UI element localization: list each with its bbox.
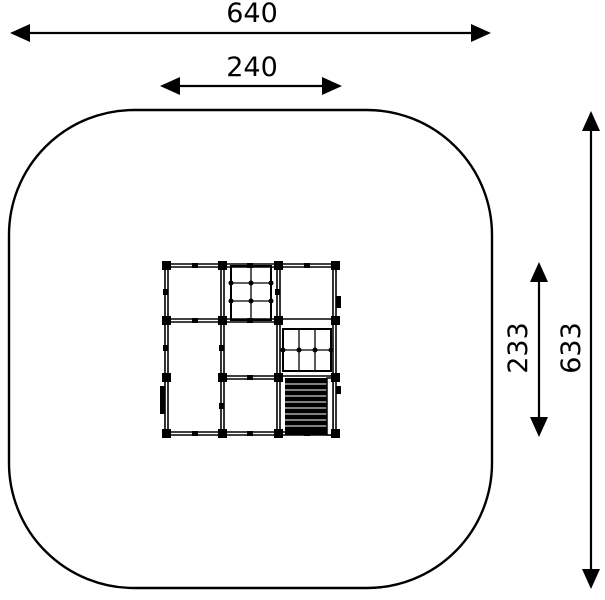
dimension-overall-width: 640 xyxy=(10,0,491,42)
connectors xyxy=(160,263,341,436)
inner-width-label: 240 xyxy=(226,52,278,83)
dimension-overall-depth: 633 xyxy=(556,111,600,589)
inner-depth-label: 233 xyxy=(503,322,534,374)
play-structure xyxy=(160,261,341,438)
climbing-net-middle xyxy=(280,328,334,372)
dimension-inner-width: 240 xyxy=(160,52,342,95)
ladder-block xyxy=(285,377,334,436)
safety-zone-outline xyxy=(7,108,494,590)
dimension-inner-depth: 233 xyxy=(503,262,548,437)
posts xyxy=(162,261,340,438)
overall-depth-label: 633 xyxy=(556,322,587,374)
overall-width-label: 640 xyxy=(226,0,278,29)
